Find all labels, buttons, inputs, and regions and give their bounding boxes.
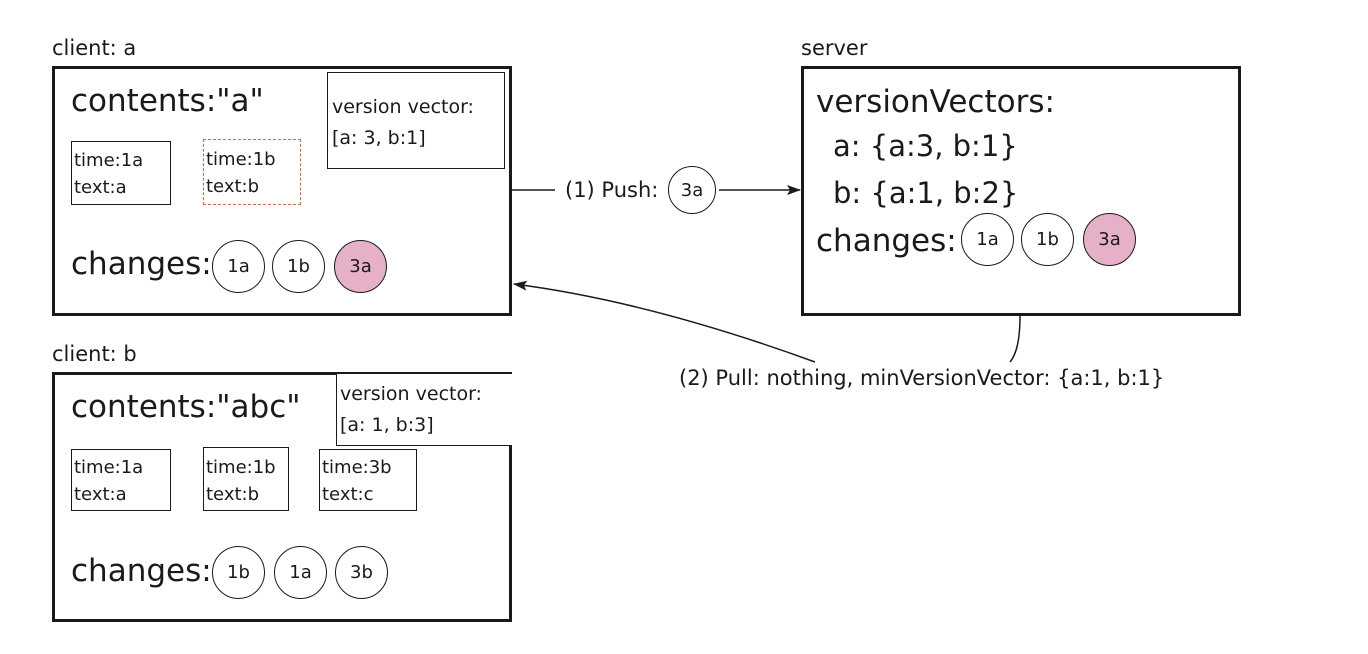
client-a-contents: contents:"a" [71,83,264,119]
change-chip: 1a [212,240,265,293]
client-a-panel: contents:"a" version vector: [a: 3, b:1]… [52,66,512,316]
item-time: time:1b [206,149,276,170]
client-a-item-1: time:1a text:a [71,141,171,205]
change-chip-new: 3a [1083,213,1136,266]
client-a-version-vector: version vector: [a: 3, b:1] [327,72,505,169]
pull-arrow [513,280,816,363]
client-b-item-2: time:1b text:b [203,447,289,511]
version-vector-value: [a: 3, b:1] [332,127,426,149]
push-change-chip: 3a [668,166,716,214]
version-vector-label: version vector: [332,96,474,118]
change-chip: 1a [961,213,1014,266]
item-time: time:1a [74,457,144,478]
server-vector-a: a: {a:3, b:1} [833,129,1018,163]
change-chip: 3b [335,546,388,599]
version-vector-label: version vector: [340,383,482,405]
item-time: time:1a [74,150,144,171]
server-version-vectors-label: versionVectors: [816,84,1055,120]
client-b-item-1: time:1a text:a [71,449,171,511]
item-text: text:b [206,484,260,505]
client-a-changes-label: changes: [71,246,212,282]
server-title: server [801,36,868,60]
item-text: text:a [74,177,127,198]
server-panel: versionVectors: a: {a:3, b:1} b: {a:1, b… [801,66,1241,316]
pull-arrow [1009,315,1021,363]
client-a-item-2-pending: time:1b text:b [203,139,301,205]
version-vector-value: [a: 1, b:3] [340,414,434,436]
client-b-panel: contents:"abc" version vector: [a: 1, b:… [52,372,512,622]
client-b-changes-label: changes: [71,553,212,589]
client-b-title: client: b [52,342,137,366]
change-chip: 1b [1021,213,1074,266]
change-chip: 1b [212,546,265,599]
client-b-version-vector: version vector: [a: 1, b:3] [336,374,512,446]
item-time: time:1b [206,457,276,478]
server-changes-label: changes: [816,223,957,259]
item-text: text:a [74,484,127,505]
change-chip: 1a [274,546,327,599]
change-chip: 1b [272,240,325,293]
item-time: time:3b [322,457,392,478]
change-chip-new: 3a [334,240,387,293]
item-text: text:c [322,484,374,505]
client-b-item-3: time:3b text:c [319,449,417,511]
pull-label: (2) Pull: nothing, minVersionVector: {a:… [679,366,1165,390]
client-b-contents: contents:"abc" [71,389,301,425]
push-label: (1) Push: [565,178,659,202]
item-text: text:b [206,176,260,197]
client-a-title: client: a [52,36,137,60]
server-vector-b: b: {a:1, b:2} [833,176,1019,210]
